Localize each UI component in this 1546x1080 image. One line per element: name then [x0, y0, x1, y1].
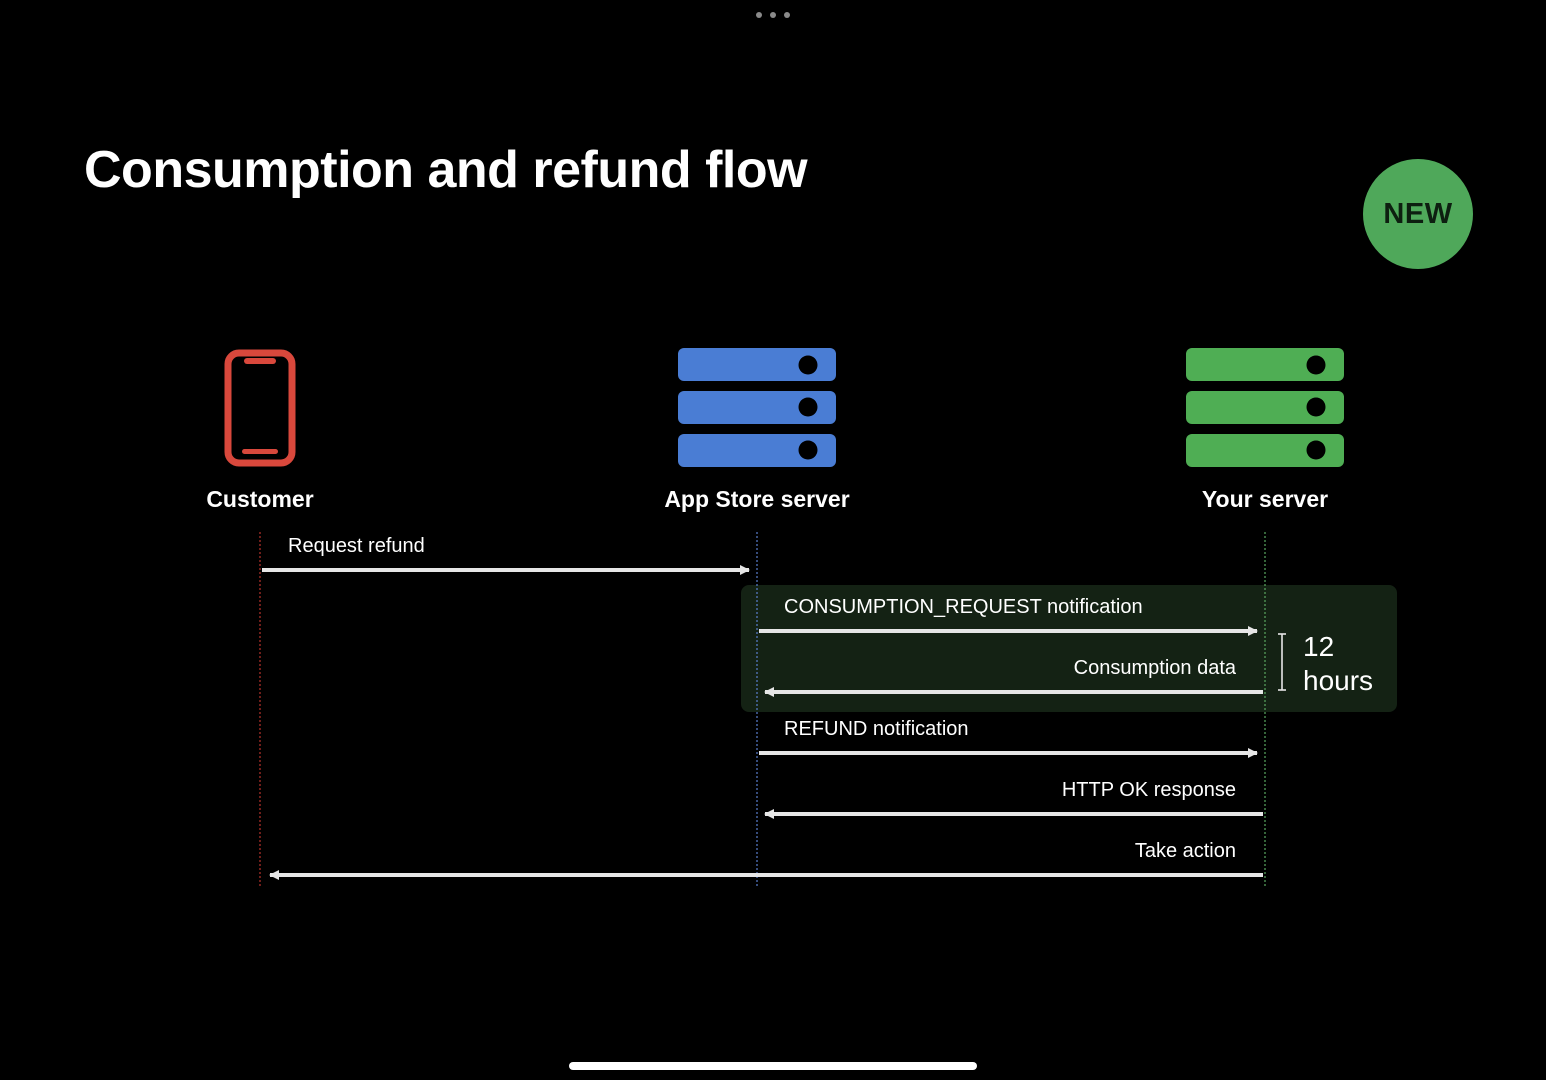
home-indicator[interactable]: [569, 1062, 977, 1070]
time-window-bracket: [1278, 633, 1286, 691]
message-label-refund-notification: REFUND notification: [784, 718, 969, 740]
dot: [784, 12, 790, 18]
iphone-icon: [224, 349, 296, 467]
server-stack-icon: [678, 348, 836, 467]
message-label-consumption-request: CONSUMPTION_REQUEST notification: [784, 596, 1143, 618]
time-window-panel: [741, 585, 1397, 712]
message-label-request-refund: Request refund: [288, 535, 425, 557]
dot: [756, 12, 762, 18]
more-options-dots[interactable]: [756, 10, 790, 20]
slide-title: Consumption and refund flow: [84, 141, 808, 199]
server-stack-icon: [1186, 348, 1344, 467]
message-label-take-action: Take action: [1135, 840, 1236, 862]
actor-label-app-store-server: App Store server: [664, 486, 849, 512]
actor-label-customer: Customer: [206, 486, 313, 512]
new-badge: NEW: [1363, 159, 1473, 269]
message-label-http-ok-response: HTTP OK response: [1062, 779, 1236, 801]
actor-label-your-server: Your server: [1202, 486, 1328, 512]
message-label-consumption-data: Consumption data: [1074, 657, 1237, 679]
time-window-value: 12: [1303, 631, 1334, 662]
dot: [770, 12, 776, 18]
time-window-unit: hours: [1303, 665, 1373, 696]
